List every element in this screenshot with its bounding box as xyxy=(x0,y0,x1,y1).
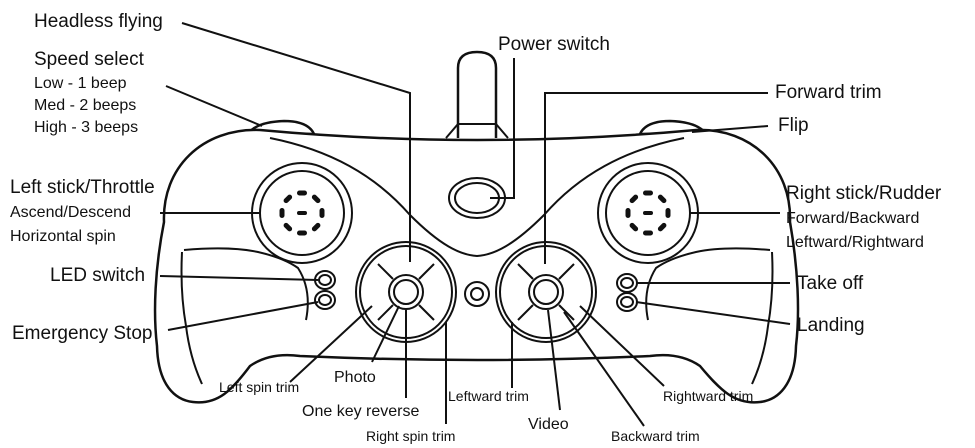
grip-dot xyxy=(297,230,307,236)
antenna-collar xyxy=(445,123,509,139)
grip-dot xyxy=(625,208,631,218)
photo-button xyxy=(388,274,424,310)
grip-dot xyxy=(657,194,667,204)
grip-dot xyxy=(657,222,667,232)
label-led-switch: LED switch xyxy=(50,265,145,286)
controller-outline xyxy=(153,128,800,404)
antenna xyxy=(456,50,498,138)
label-leftward-trim: Leftward trim xyxy=(448,388,529,404)
label-speed-select: Speed select xyxy=(34,49,145,70)
label-backward-trim: Backward trim xyxy=(611,428,700,444)
leader-led-switch xyxy=(159,275,319,281)
label-right-spin-trim: Right spin trim xyxy=(366,428,455,444)
leader-lines xyxy=(159,22,791,427)
label-speed-low: Low - 1 beep xyxy=(34,75,127,92)
grip-dot xyxy=(643,190,653,196)
video-button xyxy=(528,274,564,310)
label-rightward-trim: Rightward trim xyxy=(663,388,753,404)
labels: Headless flying Speed select Low - 1 bee… xyxy=(10,11,942,444)
grip-dot xyxy=(665,208,671,218)
label-speed-med: Med - 2 beeps xyxy=(34,97,136,114)
grip-dot xyxy=(297,190,307,196)
leader-left-spin-trim xyxy=(289,305,373,383)
label-video: Video xyxy=(528,416,569,433)
grip-center-dot xyxy=(297,211,307,215)
grip-dot xyxy=(283,194,293,204)
label-power-switch: Power switch xyxy=(498,34,610,55)
label-headless-flying: Headless flying xyxy=(34,11,163,32)
label-take-off: Take off xyxy=(797,273,864,294)
leader-headless-flying xyxy=(181,22,411,262)
label-emergency-stop: Emergency Stop xyxy=(12,323,152,344)
label-left-spin-trim: Left spin trim xyxy=(219,379,299,395)
right-stick-grip-dots xyxy=(625,190,671,236)
label-left-stick: Left stick/Throttle xyxy=(10,177,155,198)
label-ascend-descend: Ascend/Descend xyxy=(10,204,131,221)
face-panel-edge xyxy=(269,137,685,258)
leader-emergency-stop xyxy=(167,301,319,331)
right-grip-contour xyxy=(751,251,774,385)
leader-power-switch xyxy=(490,58,515,199)
leader-forward-trim xyxy=(544,92,768,264)
label-forward-backward: Forward/Backward xyxy=(786,210,919,227)
leader-speed-select xyxy=(165,85,263,127)
grip-dot xyxy=(629,222,639,232)
grip-dot xyxy=(283,222,293,232)
leader-rightward-trim xyxy=(579,305,665,387)
label-leftward-rightward: Leftward/Rightward xyxy=(786,234,924,251)
label-one-key-reverse: One key reverse xyxy=(302,403,419,420)
leader-photo xyxy=(371,305,400,363)
grip-dot xyxy=(319,208,325,218)
label-speed-high: High - 3 beeps xyxy=(34,119,138,136)
label-flip: Flip xyxy=(778,115,809,136)
label-right-stick: Right stick/Rudder xyxy=(786,183,942,204)
grip-dot xyxy=(311,222,321,232)
grip-center-dot xyxy=(643,211,653,215)
label-forward-trim: Forward trim xyxy=(775,82,882,103)
label-photo: Photo xyxy=(334,369,376,386)
label-horizontal-spin: Horizontal spin xyxy=(10,228,116,245)
emergency-stop-button[interactable] xyxy=(314,290,336,310)
leader-backward-trim xyxy=(563,311,645,427)
controller-body xyxy=(153,50,800,404)
center-button[interactable] xyxy=(464,281,490,307)
grip-dot xyxy=(629,194,639,204)
leader-landing xyxy=(635,301,791,325)
left-stick-grip-dots xyxy=(279,190,325,236)
grip-dot xyxy=(311,194,321,204)
leader-flip xyxy=(691,125,769,133)
right-grip-seam xyxy=(645,247,771,321)
grip-dot xyxy=(643,230,653,236)
leader-video xyxy=(547,309,561,411)
grip-dot xyxy=(279,208,285,218)
label-landing: Landing xyxy=(797,315,865,336)
